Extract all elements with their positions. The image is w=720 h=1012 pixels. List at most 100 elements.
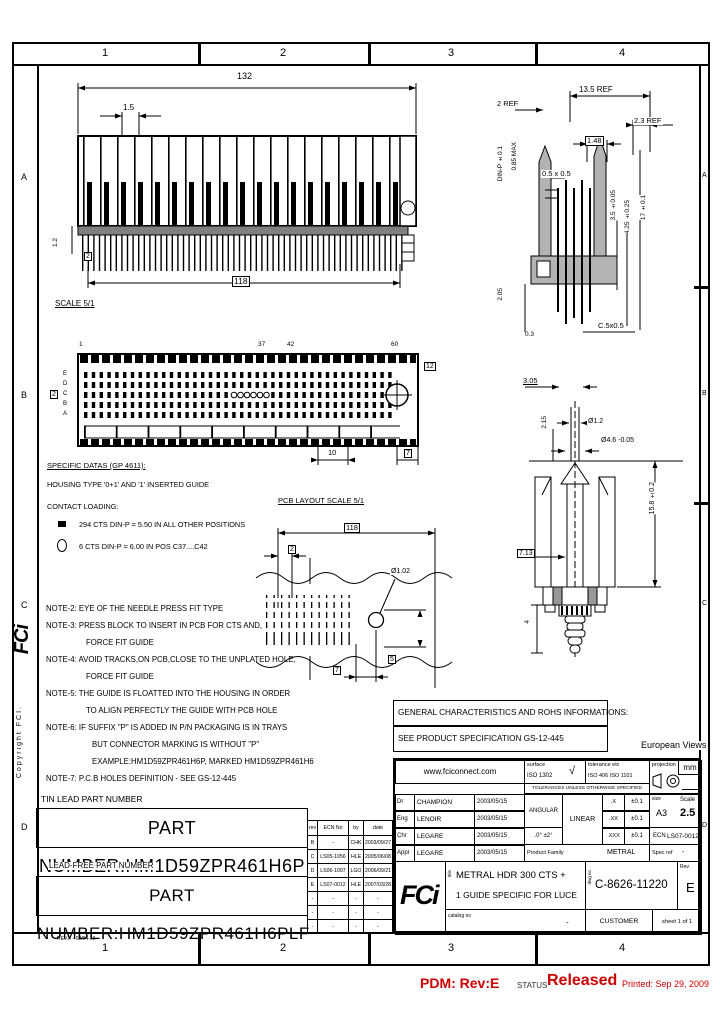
note-line: TO ALIGN PERFECTLY THE GUIDE WITH PCB HO…: [86, 706, 278, 715]
zone-sep: [535, 42, 538, 66]
lin-k-3: .XXX: [602, 828, 625, 845]
dim-pcb-5: 5: [388, 655, 396, 664]
frame-line-left-inner: [37, 64, 39, 934]
dim-side-2ref: 2 REF: [496, 99, 520, 108]
revision-header-row: rev ECN No by date: [308, 821, 392, 835]
angular-tol-cell: .0° ±2°: [524, 827, 563, 845]
zone-bottom-1: 1: [102, 942, 109, 954]
row-left-b: B: [21, 390, 28, 400]
row-right-b: B: [702, 390, 707, 397]
rev-cell: B: [308, 836, 318, 849]
row-left-a: A: [21, 172, 28, 182]
zone-top-4: 4: [619, 47, 626, 59]
general-characteristics-box: GENERAL CHARACTERISTICS AND ROHS INFORMA…: [393, 700, 628, 726]
size-label: size: [652, 796, 661, 802]
plan-pos-1: 1: [78, 341, 84, 349]
dim-front-pitch: 1.5: [122, 103, 136, 112]
sign-date-dr: 2003/05/15: [474, 794, 525, 811]
tin-lead-label: TIN LEAD PART NUMBER: [40, 794, 144, 804]
fold-mark: [694, 286, 710, 289]
dim-plan-2: 2: [50, 390, 58, 399]
plan-pos-37: 37: [257, 341, 267, 349]
european-views-label: European Views: [640, 740, 708, 750]
dim-side-0-3: 0.3: [524, 331, 536, 339]
note-line: FORCE FIT GUIDE: [86, 672, 154, 681]
rev-cell: LS05-1056: [318, 850, 349, 863]
dim-side-dinp: DIN-P ±0.1: [497, 146, 506, 182]
rev-cell: -: [318, 920, 349, 933]
dim-side-chamfer: C.5x0.5: [597, 321, 625, 330]
spec-ref-cell: Spec ref -: [649, 844, 702, 862]
pdm-rev-stamp: PDM: Rev:E: [420, 975, 500, 991]
dim-front-1-2: 1.2: [52, 238, 61, 248]
plan-row-d: D: [62, 381, 69, 387]
note-line: NOTE-6: IF SUFFIX "P" IS ADDED IN P/N PA…: [46, 723, 288, 732]
title-cell: title METRAL HDR 300 CTS + 1 GUIDE SPECI…: [445, 861, 586, 910]
note-line: NOTE-4: AVOID TRACKS,ON PCB,CLOSE TO THE…: [46, 655, 296, 664]
dim-guide-2-15: 2.15: [541, 416, 550, 429]
catalog-value: -: [566, 918, 569, 927]
zone-sep: [198, 42, 201, 66]
dwg-no-value: C-8626-11220: [595, 879, 668, 891]
rev-cell: -: [349, 892, 364, 905]
rev-cell: -: [308, 906, 318, 919]
dim-front-2: 2: [84, 252, 92, 261]
revision-row: - - - -: [308, 891, 392, 905]
sign-date-appr: 2003/05/15: [474, 845, 525, 862]
linear-cell: LINEAR: [562, 794, 603, 845]
product-family-cell: Product Family METRAL: [524, 844, 650, 862]
zone-bottom-4: 4: [619, 942, 626, 954]
lin-v-1: ±0.1: [624, 794, 650, 811]
contact-loading-item-1: 294 CTS DIN-P = 5.50 IN ALL OTHER POSITI…: [78, 520, 247, 529]
row-right-a: A: [702, 172, 707, 179]
projection-label: projection: [652, 762, 676, 768]
dim-guide-dia-1-2: Ø1.2: [587, 418, 605, 425]
drawing-title-line1: METRAL HDR 300 CTS +: [456, 870, 566, 881]
rev-cell: LS06-1097: [318, 864, 349, 877]
product-family-label: Product Family: [527, 850, 564, 856]
rev-value: E: [686, 880, 695, 895]
dim-guide-7-13: 7.13: [517, 549, 535, 558]
website-cell: www.fciconnect.com: [395, 760, 525, 784]
note-line: NOTE-7: P.C.B HOLES DEFINITION - SEE GS-…: [46, 774, 237, 783]
size-value: A3: [656, 808, 668, 818]
contact-loading-item-2: 6 CTS DIN-P = 6.00 IN POS C37....C42: [78, 542, 209, 551]
revision-row: D LS06-1097 LGO 2006/09/21: [308, 863, 392, 877]
spec-ref-label: Spec ref: [652, 850, 673, 856]
rev-cell: -: [308, 920, 318, 933]
zone-sep: [368, 934, 371, 966]
rev-cell: Rev. E: [677, 861, 702, 910]
revision-row: - - - -: [308, 919, 392, 933]
logo-cell: FCi: [395, 861, 446, 935]
dim-side-0-5: 0.5 x 0.5: [541, 169, 572, 178]
zone-sep: [368, 42, 371, 66]
dim-guide-15-8: 15.8 ±0.2: [648, 482, 657, 515]
zone-sep: [198, 934, 201, 966]
guide-detail-drawing: [525, 384, 683, 657]
revision-row: - - - -: [308, 905, 392, 919]
zone-bottom-3: 3: [448, 942, 455, 954]
surface-finish-icon: √: [569, 765, 576, 777]
zone-top-3: 3: [448, 47, 455, 59]
lin-k-2: .XX: [602, 811, 625, 828]
sign-date-eng: 2003/05/15: [474, 811, 525, 828]
pcb-layout-drawing: [255, 528, 453, 688]
status-label: STATUS: [517, 981, 548, 990]
note-line: NOTE-3: PRESS BLOCK TO INSERT IN PCB FOR…: [46, 621, 263, 630]
angular-cell: ANGULAR: [524, 794, 563, 828]
surface-std: ISO 1302: [527, 773, 553, 779]
revision-table: rev ECN No by date B - CHK 2003/09/27 C …: [307, 820, 393, 933]
front-view-drawing: [71, 83, 417, 288]
tolerance-note-cell: TOLERANCES UNLESS OTHERWISE SPECIFIED: [524, 783, 650, 794]
lead-free-part-number: PART NUMBER:HM1D59ZPR461H6PLF: [36, 876, 309, 943]
specific-housing: HOUSING TYPE '0+1' AND '1' INSERTED GUID…: [46, 480, 211, 489]
zone-top-1: 1: [102, 47, 109, 59]
sign-role-appr: Appr: [395, 845, 415, 862]
dim-pcb-hole-dia: Ø1.02: [390, 568, 412, 575]
front-scale-label: SCALE 5/1: [54, 299, 96, 308]
rev-cell: 2007/03/28: [365, 881, 391, 888]
revision-row: E LS07-0012 HLE 2007/03/28: [308, 877, 392, 891]
fold-mark: [694, 502, 710, 505]
dim-side-2-05: 2.05: [497, 288, 506, 301]
note-line: NOTE-2: EYE OF THE NEEDLE PRESS FIT TYPE: [46, 604, 224, 613]
